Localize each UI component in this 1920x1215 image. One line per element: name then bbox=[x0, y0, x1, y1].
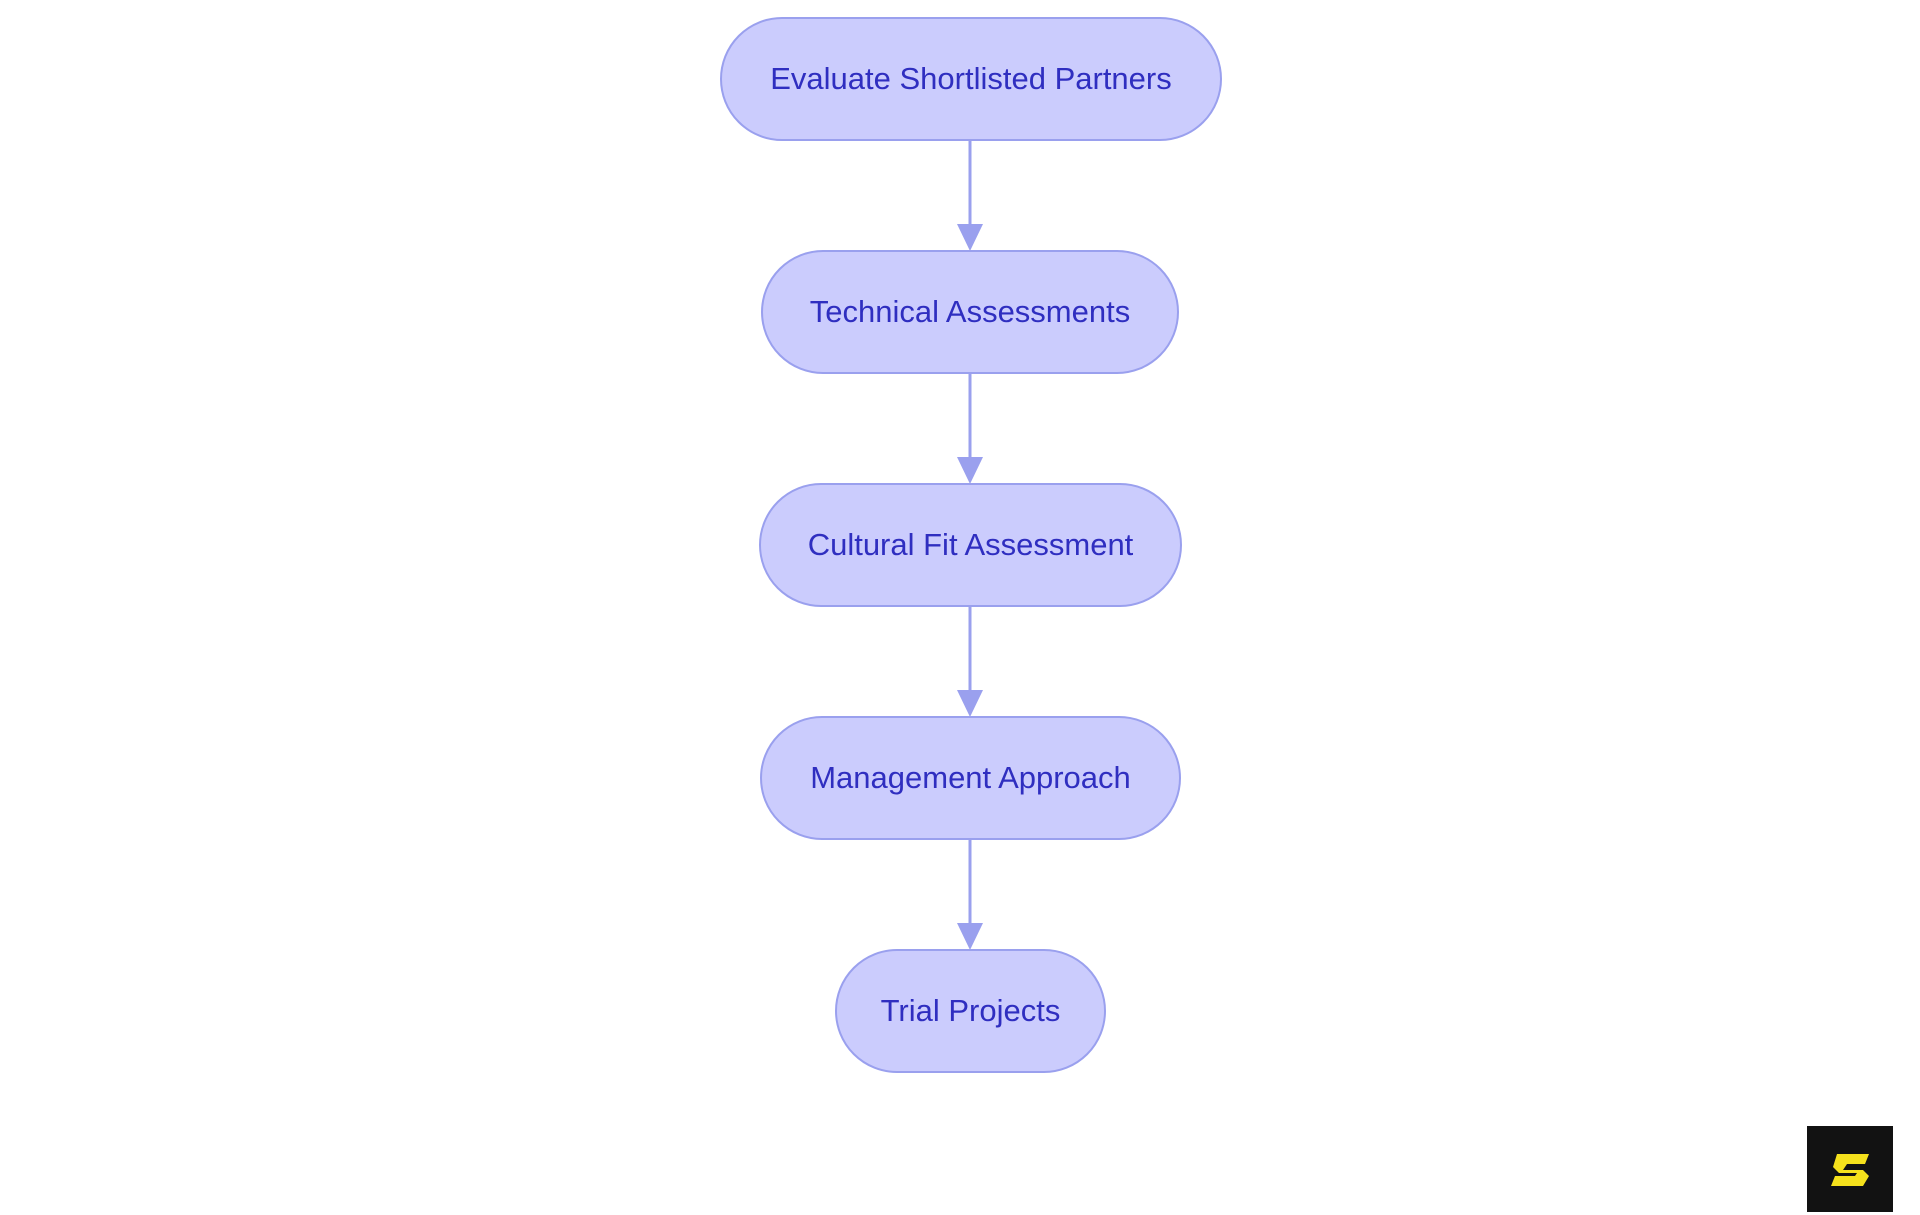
node-label: Cultural Fit Assessment bbox=[807, 527, 1134, 562]
arrow-head-icon bbox=[957, 923, 983, 950]
node-label: Technical Assessments bbox=[809, 294, 1131, 329]
node-management-approach: Management Approach bbox=[760, 716, 1181, 840]
brand-s-logo-icon bbox=[1831, 1154, 1869, 1186]
edge-management-to-trial bbox=[957, 840, 983, 950]
node-evaluate-shortlisted-partners: Evaluate Shortlisted Partners bbox=[720, 17, 1222, 141]
node-label: Management Approach bbox=[810, 760, 1131, 795]
brand-logo bbox=[1807, 1126, 1893, 1212]
arrow-head-icon bbox=[957, 457, 983, 484]
edge-cultural-to-management bbox=[957, 607, 983, 717]
arrow-head-icon bbox=[957, 690, 983, 717]
node-label: Trial Projects bbox=[880, 993, 1061, 1028]
edge-technical-to-cultural bbox=[957, 374, 983, 484]
edge-evaluate-to-technical bbox=[957, 141, 983, 251]
node-trial-projects: Trial Projects bbox=[835, 949, 1106, 1073]
arrow-head-icon bbox=[957, 224, 983, 251]
node-label: Evaluate Shortlisted Partners bbox=[770, 61, 1172, 96]
node-technical-assessments: Technical Assessments bbox=[761, 250, 1179, 374]
node-cultural-fit-assessment: Cultural Fit Assessment bbox=[759, 483, 1182, 607]
